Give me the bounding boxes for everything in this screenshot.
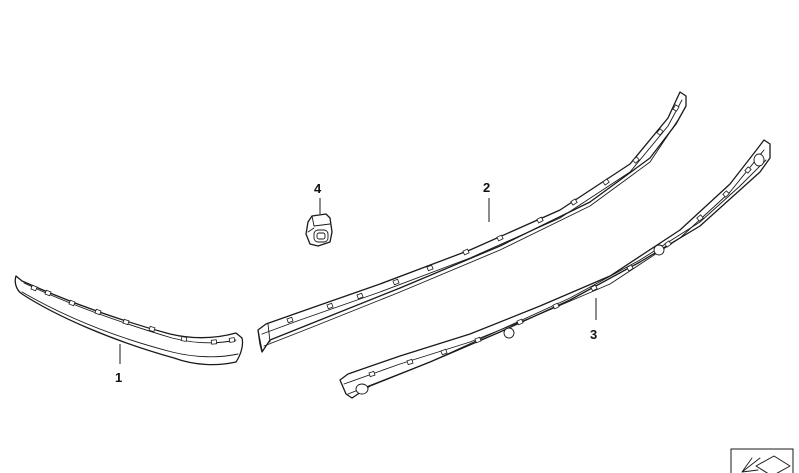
part-3-lower-strip[interactable] [339,139,771,399]
hole-3d [753,153,765,167]
callout-3: 3 [590,298,597,342]
clips-2-tab-0 [286,316,294,324]
clips-2-tab-2 [356,292,364,300]
clips-1-tab-5 [148,325,156,333]
clips-3-tab-7 [626,264,634,272]
clips-1-tab-3 [94,308,102,316]
clips-1-tab-2 [68,299,76,307]
clips-2-tab-4 [426,264,434,272]
part-4-clip[interactable] [305,213,333,247]
clips-1-tab-7 [210,339,218,345]
clips-3-tab-5 [552,302,560,310]
clips-2-tab-12 [672,104,680,112]
clips-1-tab-4 [122,318,130,326]
clips-2-tab-9 [602,178,610,186]
callout-1: 1 [115,344,122,385]
clips-2-tab-5 [462,248,470,256]
clips-3-tab-4 [516,318,524,326]
clips-1-tab-6 [180,336,188,342]
clips-3-tab-9 [696,214,704,222]
clips-2-tab-8 [570,198,578,206]
clips-3-tab-0 [368,370,376,378]
clips-3-tab-3 [474,336,482,344]
clips-2-tab-11 [656,128,664,136]
clips-3-tab-11 [744,166,752,174]
clips-1-tab-0 [30,284,38,292]
hole-3b [503,327,515,339]
clips-3-tab-8 [664,240,672,248]
clips-3-tab-1 [406,358,414,366]
clips-2-tab-6 [496,234,504,242]
clips-1-tab-1 [44,289,52,297]
callout-4: 4 [314,181,322,214]
hole-3c [653,244,665,256]
callout-label-1: 1 [115,370,122,385]
exploded-view-arrow-icon [730,448,794,473]
callout-label-3: 3 [590,327,597,342]
clips-2-tab-7 [536,216,544,224]
part-1-corner-trim[interactable] [14,275,244,366]
clips-1-tab-8 [228,337,236,343]
clips-3-tab-2 [440,348,448,356]
callout-label-2: 2 [483,180,490,195]
hole-3a [355,383,369,395]
clips-2-tab-3 [392,278,400,286]
clips-3-tab-6 [590,284,598,292]
clips-2-tab-1 [326,302,334,310]
callout-2: 2 [483,180,490,222]
clips-2-tab-10 [632,156,640,164]
callout-label-4: 4 [314,181,322,196]
clips-3-tab-10 [722,190,730,198]
part-2-upper-strip[interactable] [257,91,687,353]
